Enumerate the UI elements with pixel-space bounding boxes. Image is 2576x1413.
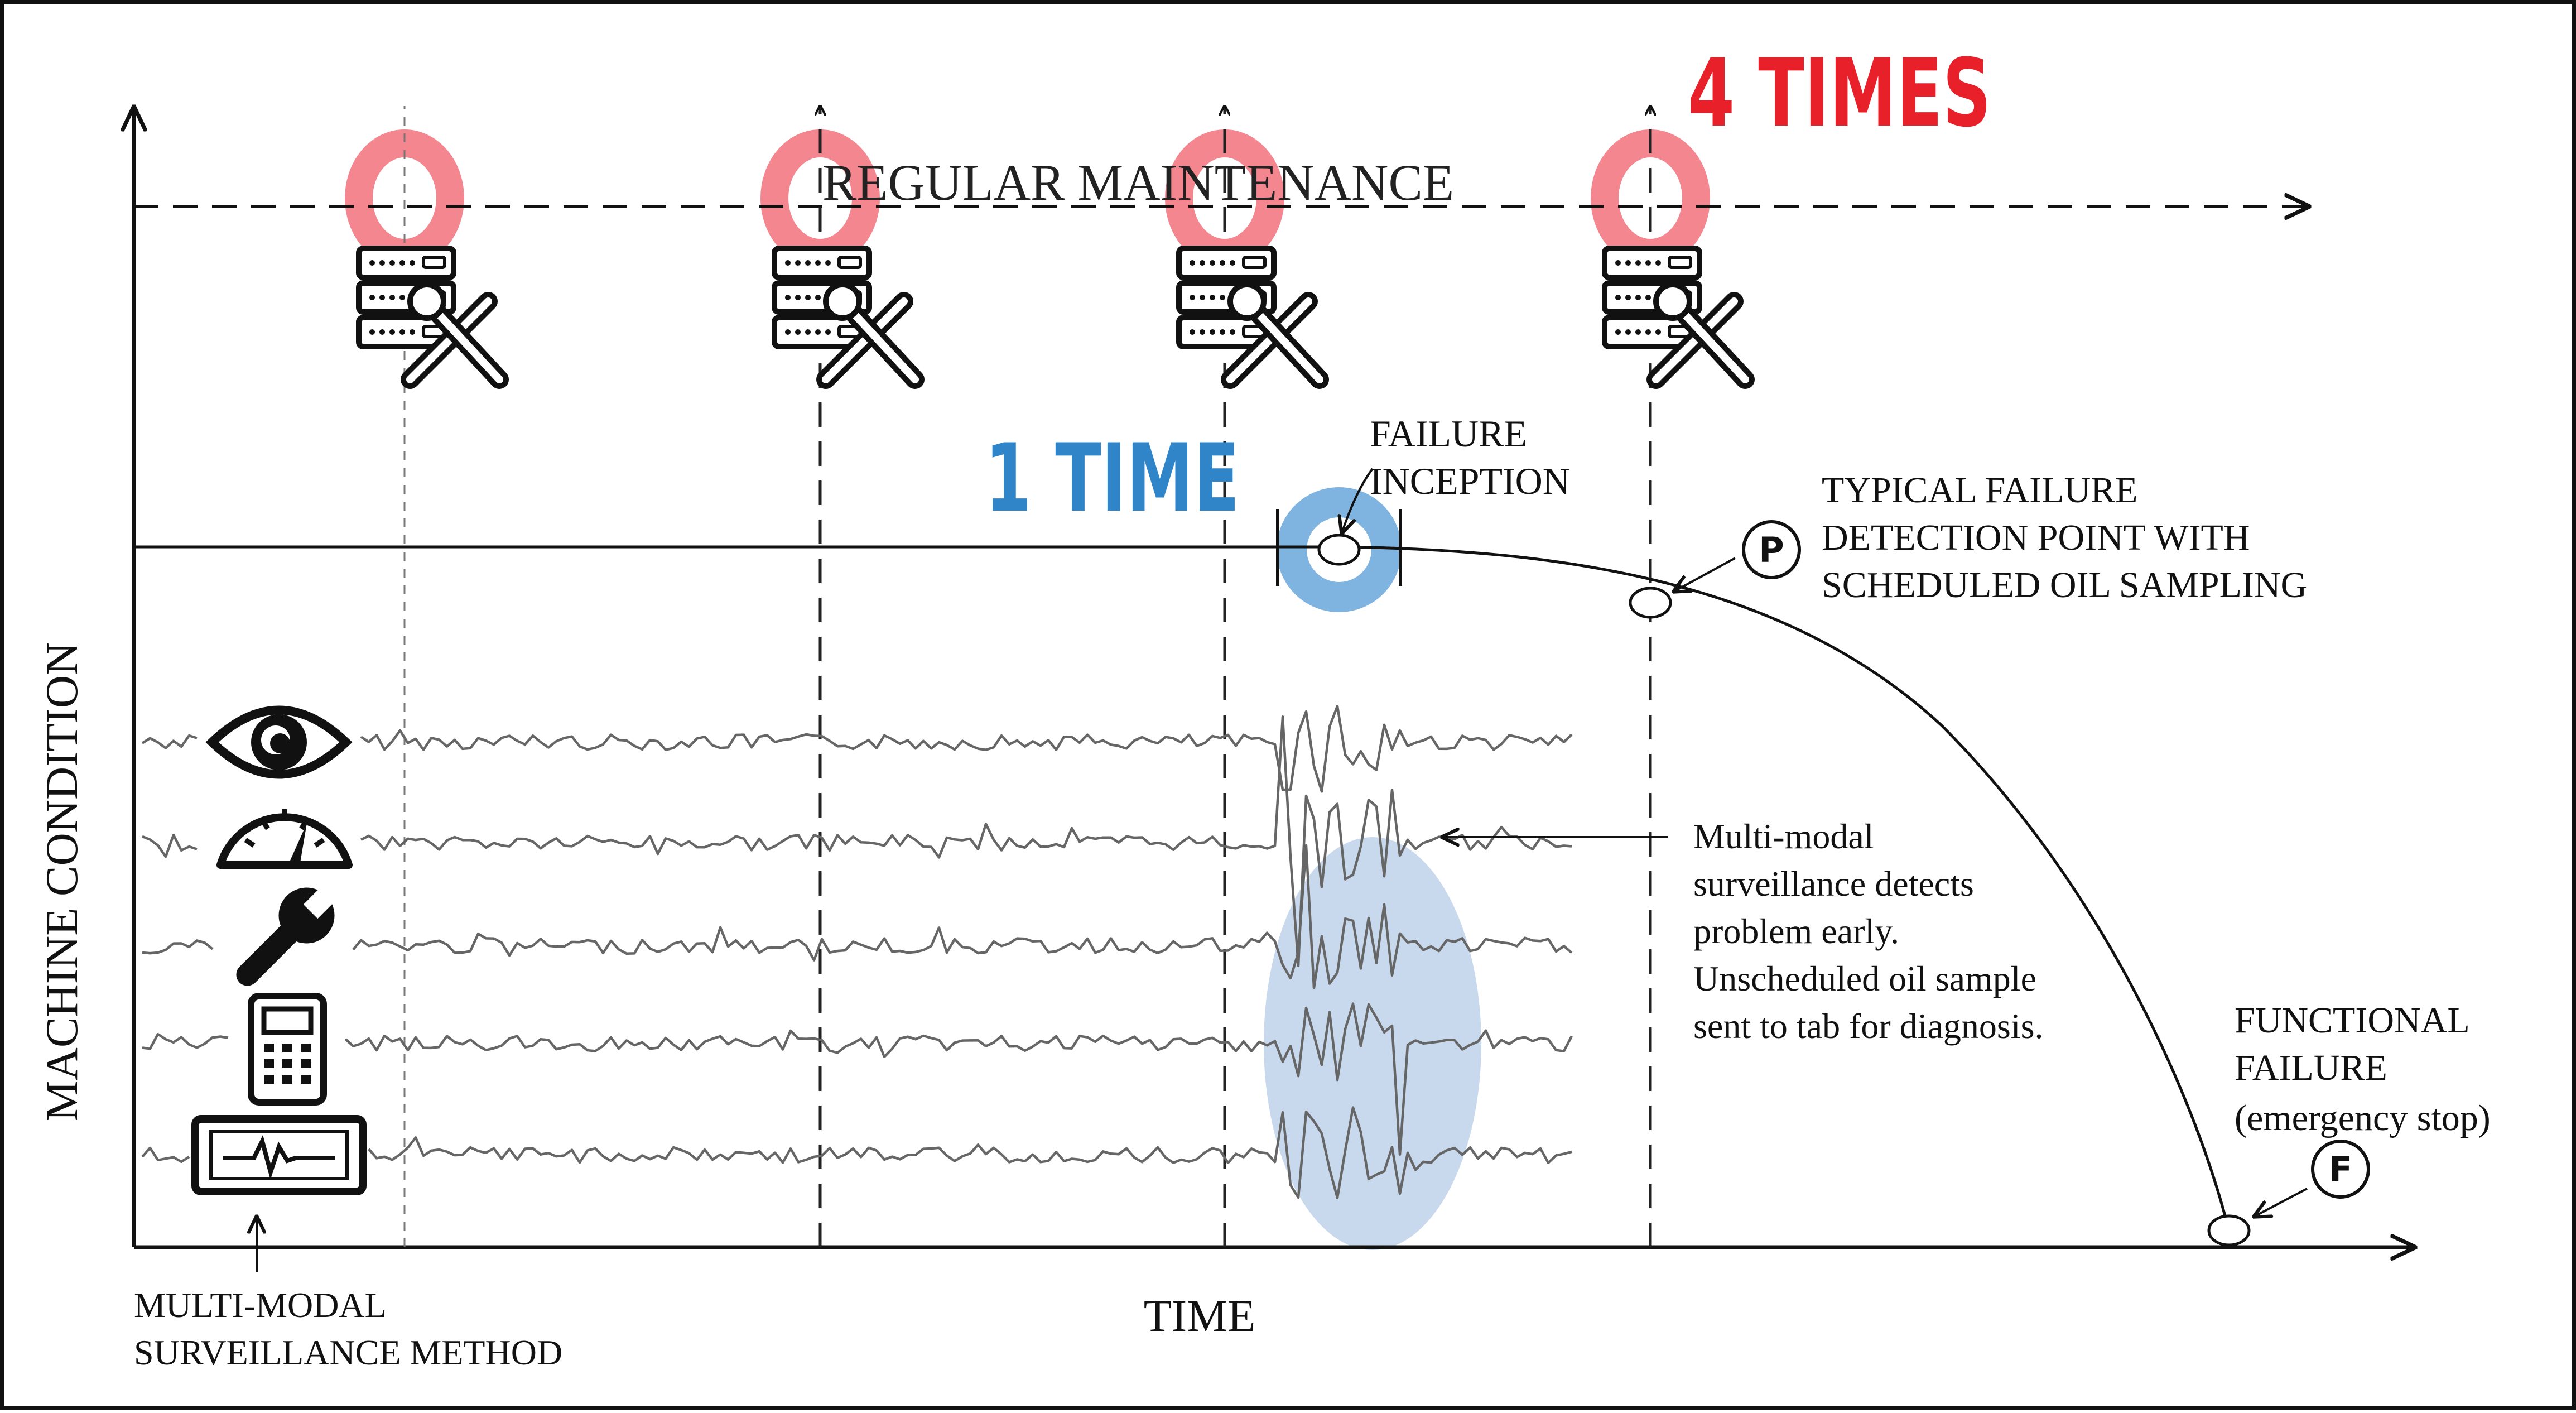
regular-maintenance-count: 4 TIMES [1688,39,1991,148]
server-tools-icon [356,246,509,389]
surveillance-method-line-2: SURVEILLANCE METHOD [134,1333,562,1372]
multimodal-note-line-2: surveillance detects [1693,864,1974,903]
functional-failure-text: FUNCTIONAL FAILURE (emergency stop) [2235,1000,2491,1138]
surveillance-signal-wrench [142,844,1573,989]
p-marker-circle [1742,520,1801,579]
f-marker-circle [2311,1140,2370,1199]
failure-inception-marker [1277,487,1402,612]
surveillance-signal-eye [141,705,1573,793]
surveillance-signal-monitor-pulse [141,1106,1572,1199]
multimodal-note-line-5: sent to tab for diagnosis. [1693,1006,2043,1046]
p-marker-label: P [1759,530,1784,570]
server-tools-icon [1176,246,1329,389]
wrench-icon [236,885,338,986]
surveillance-signals [141,705,1573,1199]
p-detection-point [1629,587,1672,619]
typical-detection-line-3: SCHEDULED OIL SAMPLING [1822,565,2307,605]
regular-maintenance-label: REGULAR MAINTENANCE [822,154,1454,211]
server-tools-icon [772,246,925,389]
surveillance-method-text: MULTI-MODAL SURVEILLANCE METHOD [134,1285,562,1372]
server-tools-icon [1602,246,1755,389]
failure-inception-text: FAILURE INCEPTION [1370,412,1570,502]
functional-failure-line-3: (emergency stop) [2235,1098,2491,1138]
condition-based-count: 1 TIME [985,424,1240,533]
machine-condition-curve [134,545,2231,1231]
typical-detection-text: TYPICAL FAILURE DETECTION POINT WITH SCH… [1822,470,2307,605]
multimodal-note-text: Multi-modal surveillance detects problem… [1693,816,2043,1046]
gauge-icon [216,809,353,869]
failure-inception-arrow [1342,468,1374,533]
multimodal-note-line-4: Unscheduled oil sample [1693,959,2036,998]
failure-inception-line-2: INCEPTION [1370,460,1570,502]
surveillance-zone [1264,837,1481,1250]
f-failure-point [2207,1214,2251,1247]
maintenance-icons [356,246,1755,389]
surveillance-method-line-1: MULTI-MODAL [134,1285,387,1325]
surveillance-signal-calculator [142,1002,1573,1156]
eye-icon [205,705,353,779]
f-marker-label: F [2329,1149,2352,1190]
x-axis-label: TIME [1144,1290,1255,1341]
f-marker-arrow [2254,1188,2308,1217]
calculator-icon [248,993,327,1106]
functional-failure-line-2: FAILURE [2235,1047,2387,1088]
monitor-pulse-icon [191,1115,367,1195]
surveillance-signal-gauge [142,715,1572,967]
functional-failure-line-1: FUNCTIONAL [2235,1000,2470,1041]
failure-inception-point [1317,534,1361,566]
multimodal-note-line-1: Multi-modal [1693,816,1874,856]
p-marker-arrow [1674,557,1736,592]
typical-detection-line-2: DETECTION POINT WITH [1822,517,2250,558]
failure-inception-line-1: FAILURE [1370,412,1527,455]
y-axis-label: MACHINE CONDITION [36,642,87,1122]
multimodal-note-line-3: problem early. [1693,911,1899,951]
typical-detection-line-1: TYPICAL FAILURE [1822,470,2137,511]
